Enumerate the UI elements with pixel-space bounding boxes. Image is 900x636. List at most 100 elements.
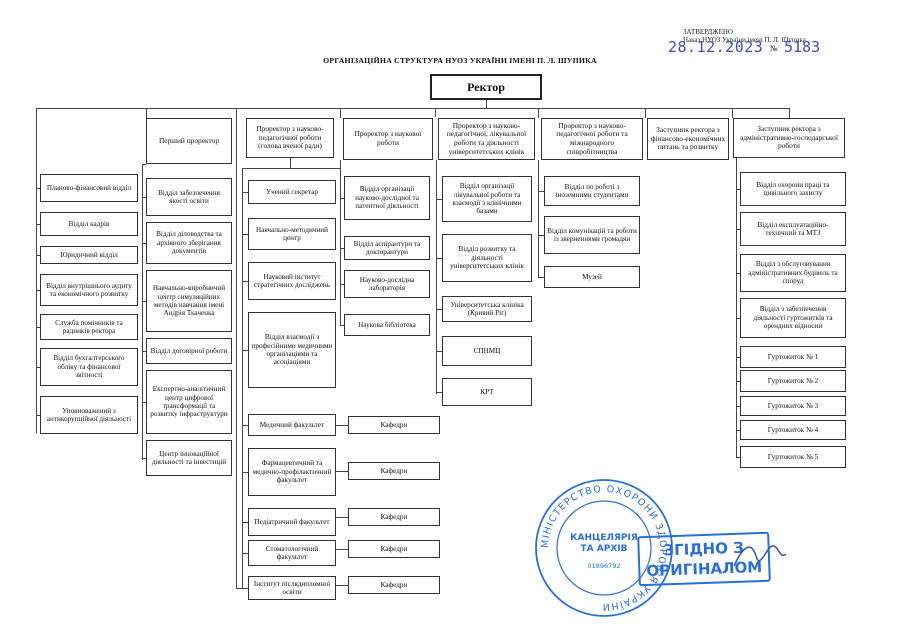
round-stamp: МІНІСТЕРСТВО ОХОРОНИ ЗДОРОВ'Я УКРАЇНИ КА… — [535, 479, 673, 617]
unit-box: Центр інноваційної діяльності та інвести… — [146, 440, 232, 476]
header-deputy-administrative: Заступник ректора з адміністративно-госп… — [733, 118, 845, 158]
unit-box: Служба помічників та радників ректора — [40, 314, 138, 340]
kafedry-box: Кафедри — [348, 576, 440, 594]
faculty-box: Стоматологічний факультет — [248, 540, 336, 566]
connector-line — [242, 425, 248, 426]
faculty-box: Медичний факультет — [248, 414, 336, 436]
unit-box: Відділ організації лікувальної роботи та… — [442, 176, 532, 222]
unit-box: Відділ по роботі з іноземними студентами — [544, 176, 640, 206]
unit-box: Науково-дослідна лабораторія — [344, 270, 430, 298]
dormitory-box: Гуртожиток № 2 — [740, 370, 846, 392]
unit-box: Уповноважений з антикорупційної діяльнос… — [40, 396, 138, 434]
connector-line — [736, 158, 737, 458]
dormitory-box: Гуртожиток № 4 — [740, 420, 846, 440]
unit-box: КРТ — [442, 378, 532, 406]
connector-line — [242, 472, 248, 473]
header-first-vice-rector: Перший проректор — [146, 118, 232, 164]
header-vice-rector-research: Проректор з наукової роботи — [343, 118, 433, 160]
unit-box: Відділ з забезпечення діяльності гуртожи… — [740, 298, 846, 338]
connector-line — [142, 164, 143, 460]
connector-line — [36, 108, 37, 117]
connector-line — [538, 191, 544, 192]
unit-box: Відділ взаємодії з професійними медичним… — [248, 312, 336, 388]
connector-line — [736, 273, 740, 274]
connector-line — [236, 117, 237, 588]
connector-line — [36, 255, 40, 256]
faculty-box: Фармацевтичний та медично-профілактичний… — [248, 448, 336, 496]
unit-box: Юридичний відділ — [40, 246, 138, 264]
dormitory-box: Гуртожиток № 3 — [740, 396, 846, 416]
connector-line — [142, 164, 146, 165]
connector-line — [36, 224, 40, 225]
header-vice-rector-scientific-pedagogical: Проректор з науково-педагогічної роботи … — [246, 118, 334, 158]
unit-box: Навчально-виробничий центр симуляційних … — [146, 270, 232, 332]
unit-box: Відділ діловодства та архівного зберіган… — [146, 222, 232, 264]
connector-line — [538, 160, 539, 278]
connector-line — [36, 108, 789, 109]
connector-line — [290, 158, 291, 168]
connector-line — [242, 350, 248, 351]
connector-line — [435, 108, 436, 117]
connector-line — [736, 318, 740, 319]
unit-box: Музей — [544, 266, 640, 288]
handwritten-number: 5183 — [784, 38, 821, 56]
header-vice-rector-clinical: Проректор з науково-педагогічної, лікува… — [438, 118, 535, 160]
kafedry-box: Кафедри — [348, 416, 440, 434]
signature — [733, 545, 787, 567]
connector-line — [36, 117, 37, 433]
connector-line — [336, 549, 348, 550]
unit-box: Університетська клініка (Кривий Ріг) — [442, 296, 532, 322]
unit-box: Відділ охорони праці та цивільного захис… — [740, 172, 846, 206]
kafedry-box: Кафедри — [348, 462, 440, 480]
unit-box: Експертно-аналітичний центр цифрової тра… — [146, 370, 232, 434]
connector-line — [142, 301, 146, 302]
connector-line — [236, 588, 248, 589]
connector-line — [36, 415, 40, 416]
connector-line — [242, 281, 248, 282]
connector-line — [436, 258, 442, 259]
unit-box: Учений секретар — [248, 180, 336, 204]
connector-line — [336, 585, 348, 586]
unit-box: Відділ експлуатаційно-технічний та МТЗ — [740, 212, 846, 246]
unit-box: Відділ забезпечення якості освіти — [146, 178, 232, 216]
faculty-box: Педіатричний факультет — [248, 508, 336, 536]
page-title: ОРГАНІЗАЦІЙНА СТРУКТУРА НУОЗ УКРАЇНИ ІМЕ… — [323, 56, 597, 65]
connector-line — [736, 430, 740, 431]
connector-line — [732, 108, 733, 118]
approval-block: ЗАТВЕРДЖЕНО Наказ НУОЗ України імені П. … — [683, 28, 843, 44]
dormitory-box: Гуртожиток № 5 — [740, 446, 846, 468]
connector-line — [242, 168, 340, 169]
unit-box: Наукова бібліотека — [344, 314, 430, 336]
connector-line — [242, 168, 243, 588]
rector-box: Ректор — [430, 74, 542, 100]
connector-line — [436, 199, 442, 200]
connector-line — [36, 327, 40, 328]
connector-line — [340, 284, 344, 285]
unit-box: СПНМЦ — [442, 336, 532, 366]
connector-line — [538, 277, 544, 278]
connector-line — [340, 108, 341, 118]
connector-line — [242, 192, 248, 193]
handwritten-date: 28.12.2023 — [668, 38, 764, 56]
faculty-box: Інститут післядипломної освіти — [248, 576, 336, 600]
connector-line — [242, 522, 248, 523]
connector-line — [645, 108, 646, 118]
connector-line — [340, 325, 344, 326]
connector-line — [736, 406, 740, 407]
connector-line — [142, 243, 146, 244]
connector-line — [236, 108, 237, 117]
connector-line — [736, 229, 740, 230]
connector-line — [336, 471, 348, 472]
connector-line — [436, 392, 442, 393]
unit-box: Відділ розвитку та діяльності університе… — [442, 234, 532, 282]
connector-line — [36, 188, 40, 189]
header-vice-rector-international: Проректор з науково-педагогічної роботи … — [541, 118, 643, 160]
connector-line — [242, 234, 248, 235]
unit-box: Відділ договірної роботи — [146, 338, 232, 364]
connector-line — [436, 351, 442, 352]
connector-line — [36, 367, 40, 368]
connector-line — [736, 189, 740, 190]
stamp-center-line2: ТА АРХІВ — [581, 544, 628, 554]
stamp-center-line1: КАНЦЕЛЯРІЯ — [570, 533, 638, 543]
connector-line — [736, 381, 740, 382]
